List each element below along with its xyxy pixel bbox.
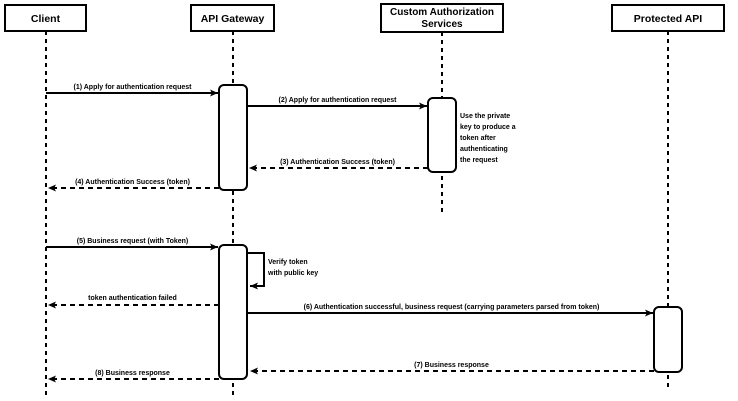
message-7-label: (7) Business response (414, 362, 489, 369)
message-3-label: (3) Authentication Success (token) (280, 159, 395, 166)
actor-api-gateway-label: API Gateway (201, 13, 265, 25)
activation-custom-authorization (427, 97, 457, 173)
actor-api-gateway: API Gateway (190, 4, 275, 32)
note-verify-token: Verify token with public key (267, 259, 318, 277)
actor-api-gateway-box (190, 4, 275, 32)
actor-custom-authorization: Custom Authorization Services (380, 3, 504, 33)
actor-custom-authorization-label-line-2: Services (421, 19, 463, 30)
message-5-label: (5) Business request (with Token) (77, 238, 189, 245)
actor-custom-authorization-label-line-1: Custom Authorization (390, 7, 494, 18)
note-verify-token-line-1: Verify token (268, 259, 308, 266)
note-private-key: Use the private key to produce a token a… (460, 113, 516, 164)
actor-client: Client (4, 4, 87, 32)
message-8-label: (8) Business response (95, 370, 170, 377)
message-6-label: (6) Authentication successful, business … (304, 304, 600, 311)
self-message-verify-token-line (248, 252, 265, 290)
note-verify-token-line-2: with public key (267, 270, 318, 277)
actor-protected-api-box (611, 4, 725, 32)
actor-client-label: Client (31, 13, 61, 25)
actor-protected-api-label: Protected API (634, 13, 703, 25)
actor-client-box (4, 4, 87, 32)
activation-protected-api (653, 306, 683, 373)
note-private-key-line-4: authenticating (460, 146, 508, 153)
note-private-key-line-5: the request (460, 157, 498, 164)
note-private-key-line-2: key to produce a (460, 124, 516, 131)
message-token-failed-label: token authentication failed (88, 295, 177, 302)
message-1-label: (1) Apply for authentication request (74, 84, 193, 91)
note-private-key-line-1: Use the private (460, 113, 510, 120)
note-private-key-line-3: token after (460, 135, 496, 142)
actor-protected-api: Protected API (611, 4, 725, 32)
activation-api-gateway-business (218, 244, 248, 380)
actor-custom-authorization-box (380, 3, 504, 33)
activation-api-gateway-auth (218, 84, 248, 191)
message-2-label: (2) Apply for authentication request (279, 97, 398, 104)
message-4-label: (4) Authentication Success (token) (75, 179, 190, 186)
